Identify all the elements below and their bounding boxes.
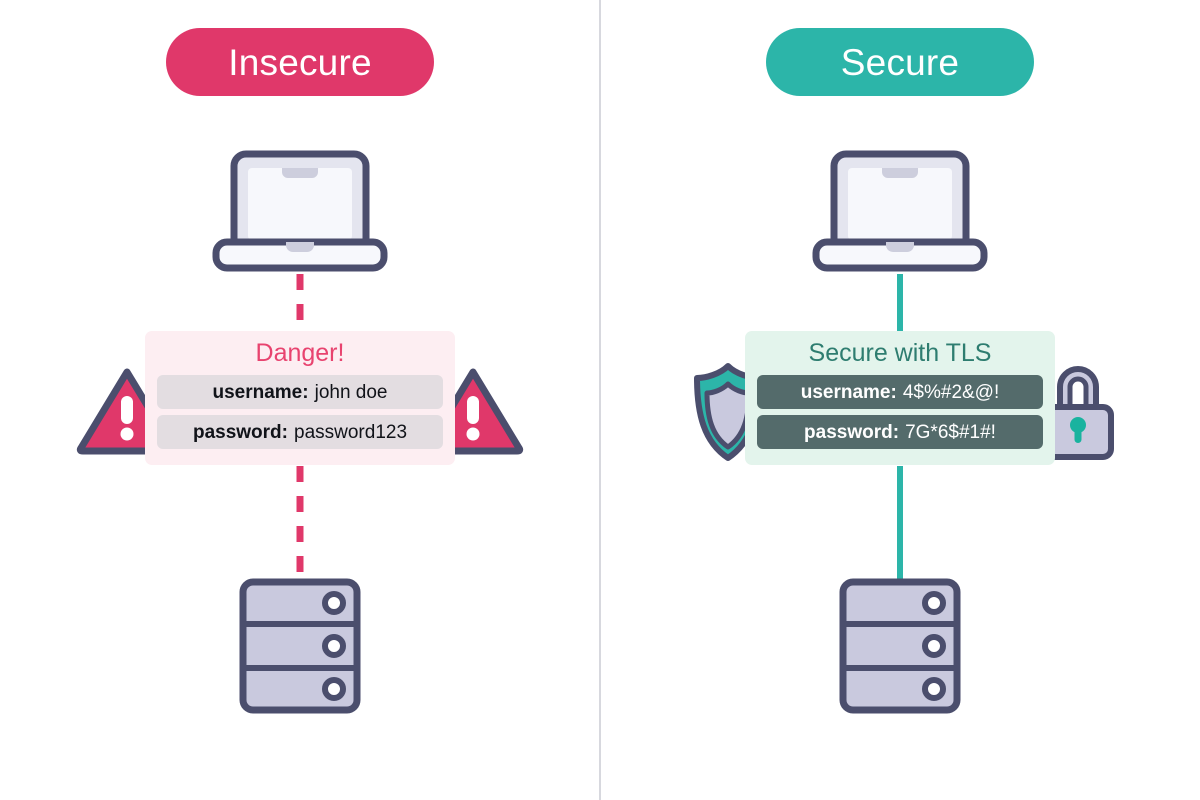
padlock-icon [1040, 357, 1116, 461]
secure-laptop-icon [812, 150, 988, 272]
insecure-column: Insecure [76, 28, 524, 714]
secure-badge: Secure [766, 28, 1034, 96]
insecure-badge: Insecure [166, 28, 434, 96]
secure-server-icon [839, 578, 961, 714]
secure-password-chip: password: 7G*6$#1#! [757, 415, 1043, 449]
secure-connection-top [897, 274, 903, 332]
secure-password-value: 7G*6$#1#! [905, 421, 996, 443]
insecure-username-key: username: [212, 381, 309, 403]
insecure-credentials-panel: Danger! username: john doe password: pas… [145, 331, 455, 465]
insecure-connection-top [296, 274, 304, 332]
vertical-divider [599, 0, 601, 800]
secure-credentials-panel: Secure with TLS username: 4$%#2&@! passw… [745, 331, 1055, 465]
secure-username-key: username: [800, 381, 897, 403]
insecure-server-icon [239, 578, 361, 714]
insecure-laptop-icon [212, 150, 388, 272]
insecure-connection-bottom [296, 466, 304, 582]
secure-connection-bottom [897, 466, 903, 582]
insecure-username-chip: username: john doe [157, 375, 443, 409]
secure-password-key: password: [804, 421, 900, 443]
secure-username-value: 4$%#2&@! [902, 381, 1000, 403]
secure-username-chip: username: 4$%#2&@! [757, 375, 1043, 409]
insecure-password-value: password123 [294, 421, 408, 443]
danger-label: Danger! [255, 339, 345, 367]
insecure-username-value: john doe [314, 381, 388, 403]
insecure-password-key: password: [192, 421, 288, 443]
insecure-password-chip: password: password123 [157, 415, 443, 449]
secure-tls-label: Secure with TLS [808, 339, 992, 367]
insecure-badge-label: Insecure [228, 41, 372, 83]
secure-column: Secure [600, 0, 1200, 800]
secure-badge-label: Secure [840, 41, 960, 83]
